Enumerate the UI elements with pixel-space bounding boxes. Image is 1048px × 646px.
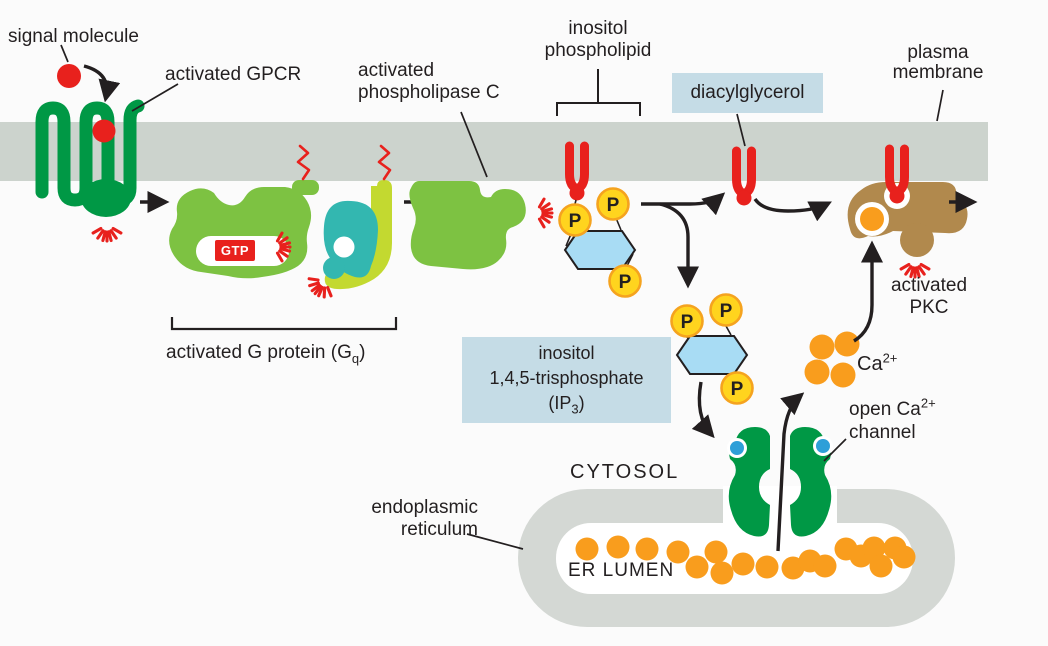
bracket-g-protein [170,317,398,331]
calcium-cluster [804,331,860,388]
inositol-phospholipid-label: inositol phospholipid [544,18,652,61]
phosphate-label: P [720,301,733,322]
cytosol-label: CYTOSOL [570,461,680,483]
arrow-dag-to-pkc [753,197,832,222]
signal-molecule-dot [57,44,121,103]
calcium-ions-lumen [575,535,916,585]
ip3-binding-site-left [730,441,744,455]
ip3-gated-calcium-channel [727,427,833,537]
diacylglycerol-label: diacylglycerol [672,73,823,113]
leader-line-dag [736,113,746,147]
gpcr-shape [35,99,145,243]
arrow-to-ip3 [659,202,700,289]
activated-gpcr-label: activated GPCR [165,64,302,85]
leader-line-activated-gpcr [131,83,179,112]
pkc-shape [847,149,968,279]
activated-plc-label: activated phospholipase C [358,60,500,103]
phosphate-label: P [731,379,744,400]
phosphate-icon [709,293,743,327]
arrow-calcium-to-pkc [853,240,884,343]
plasma-membrane-band [0,122,988,181]
g-beta-gamma-subunits [302,144,392,304]
dag-lipid [736,113,752,206]
leader-line-signal-molecule [60,44,69,63]
plasma-membrane-label: plasma membrane [892,42,984,83]
lipid-anchor-zigzag-gamma [377,144,392,181]
phosphate-icon [558,203,592,237]
phosphate-icon [596,187,630,221]
leader-line-er [466,533,524,550]
ip3-binding-site-right [816,439,830,453]
er-lumen-label: ER LUMEN [568,560,675,581]
phosphate-label: P [569,211,582,232]
plc-shape [409,111,554,270]
arrow-signal-binding [83,64,121,103]
gamma-subunit [324,180,392,290]
phosphate-label: P [619,272,632,293]
arrow-calcium-through-channel [776,392,805,552]
inositol-ring [675,335,749,375]
bound-calcium-dot [860,207,884,231]
phosphate-label: P [681,312,694,333]
calcium-label: Ca2+ [857,350,898,375]
er-label: endoplasmic reticulum [371,497,478,540]
gtp-label: GTP [215,240,255,261]
phosphate-icon [720,371,754,405]
ip3-molecule: P P P [670,293,754,405]
g-protein-label: activated G protein (Gq) [166,342,366,366]
arrow-to-dag [641,192,726,216]
phosphate-icon [608,264,642,298]
leader-line-plc [460,111,488,178]
leader-line-plasma-membrane [936,89,944,122]
inositol-phospholipid-molecule: P P P [558,146,642,298]
signal-molecule-label: signal molecule [8,26,139,47]
arrow-ip3-to-channel [691,381,715,439]
activation-sparks-gpcr [91,226,123,243]
leader-line-channel [823,438,847,462]
phosphate-label: P [607,195,620,216]
activation-sparks-plc [537,197,554,229]
lipid-anchor-zigzag-alpha [296,144,311,181]
open-channel-label: open Ca2+channel [849,395,936,443]
activated-pkc-label: activated PKC [890,275,968,318]
bound-signal-molecule-dot [92,119,116,143]
bracket-inositol-phospholipid [556,69,641,116]
phosphate-icon [670,304,704,338]
